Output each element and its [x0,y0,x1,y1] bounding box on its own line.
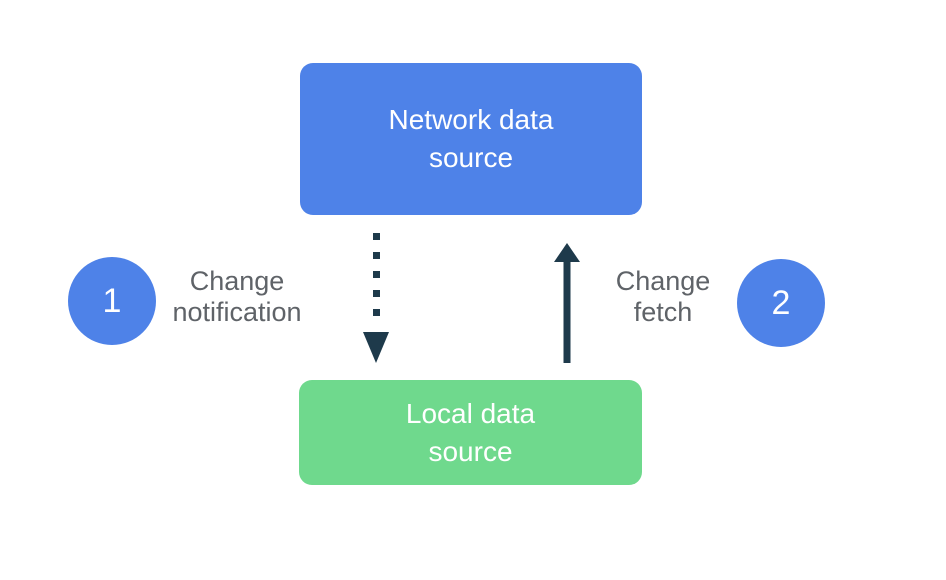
local-data-source-box: Local data source [299,380,642,485]
change-notification-label: Change notification [172,266,302,327]
step-2-number: 2 [771,283,791,322]
change-fetch-label: Change fetch [615,266,711,327]
step-1-number: 1 [102,281,122,320]
dotted-arrow-head [363,332,389,363]
local-data-source-label: Local data source [405,397,536,467]
solid-arrow-head [554,243,580,262]
step-1-badge: 1 [68,257,156,345]
network-data-source-box: Network data source [300,63,642,215]
step-2-badge: 2 [737,259,825,347]
network-data-source-label: Network data source [388,104,554,173]
change-notification-arrow [363,233,389,363]
